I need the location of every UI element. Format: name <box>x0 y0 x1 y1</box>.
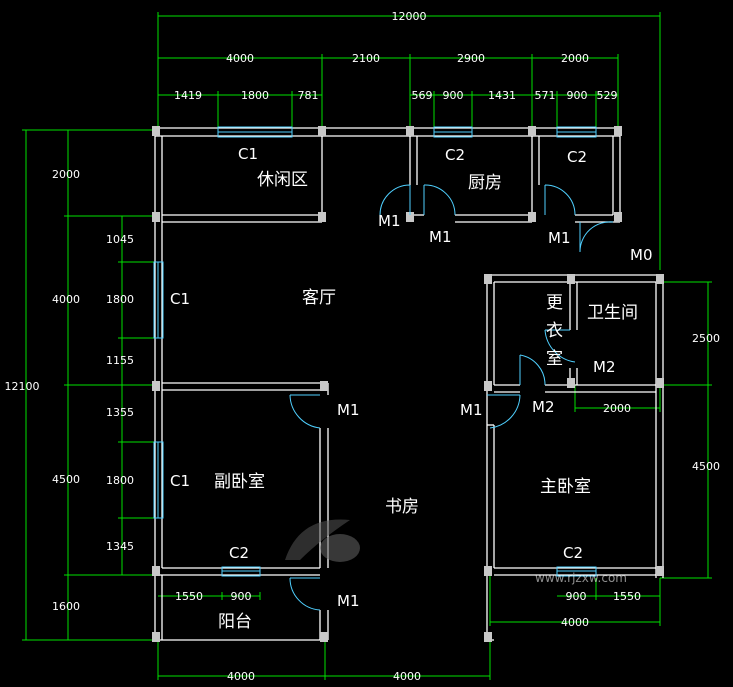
door-m2-dressing <box>519 354 546 386</box>
dim-top-sub-l1: 1419 <box>174 89 202 102</box>
dimension-lines <box>22 12 712 680</box>
dim-left-sub-l3: 1345 <box>106 540 134 553</box>
room-leisure: 休闲区 <box>257 170 308 190</box>
tag-m1-bedroom: M1 <box>337 401 360 419</box>
dim-left-sub-l2: 1800 <box>106 474 134 487</box>
dim-right-seg-1: 2500 <box>692 332 720 345</box>
room-dressing-2: 衣 <box>546 321 563 341</box>
dim-total-top: 12000 <box>392 10 427 23</box>
door-m0 <box>579 221 614 253</box>
dim-left-total: 12100 <box>5 380 40 393</box>
door-m1-leisure <box>379 184 411 216</box>
dimension-labels: 12000 4000 2100 2900 2000 1419 1800 781 … <box>5 10 721 683</box>
tag-c2-kitchen: C2 <box>445 146 465 164</box>
tag-m1-a: M1 <box>378 212 401 230</box>
dim-left-sub-u3: 1155 <box>106 354 134 367</box>
doors <box>289 184 614 611</box>
watermark: www.rjzxw.com <box>285 519 627 585</box>
door-m1-bedroom <box>289 394 321 429</box>
watermark-logo-swoosh <box>285 519 350 560</box>
dim-left-seg-2: 4000 <box>52 293 80 306</box>
room-bathroom: 卫生间 <box>587 303 638 323</box>
room-second-bedroom: 副卧室 <box>214 472 265 492</box>
tag-c1-living: C1 <box>170 290 190 308</box>
tag-m1-c: M1 <box>548 229 571 247</box>
room-labels: 休闲区 厨房 客厅 更 衣 室 卫生间 副卧室 书房 主卧室 阳台 <box>214 170 638 632</box>
watermark-url: www.rjzxw.com <box>535 571 627 585</box>
structural-posts <box>152 126 664 642</box>
dim-bottom-left-sub-1: 1550 <box>175 590 203 603</box>
element-tags: C1 C2 C2 M1 M1 M1 M0 C1 M2 M2 M1 M1 C1 C… <box>170 145 653 610</box>
dim-bottom-right-total: 4000 <box>561 616 589 629</box>
dim-top-sub-l2: 1800 <box>241 89 269 102</box>
dim-top-seg-2: 2100 <box>352 52 380 65</box>
dim-left-seg-3: 4500 <box>52 473 80 486</box>
dim-bottom-total-2: 4000 <box>393 670 421 683</box>
door-m1-master <box>487 394 521 429</box>
dim-left-sub-u1: 1045 <box>106 233 134 246</box>
walls <box>154 127 664 641</box>
dim-bottom-total-1: 4000 <box>227 670 255 683</box>
door-m1-right <box>544 184 576 216</box>
dim-left-sub-u2: 1800 <box>106 293 134 306</box>
dim-top-sub-r2: 900 <box>567 89 588 102</box>
dim-top-sub-m3: 1431 <box>488 89 516 102</box>
dim-bath-width: 2000 <box>603 402 631 415</box>
door-m2-bath <box>544 329 576 363</box>
dim-top-sub-r3: 529 <box>597 89 618 102</box>
dim-bottom-left-sub-2: 900 <box>231 590 252 603</box>
dim-top-seg-1: 4000 <box>226 52 254 65</box>
room-master-bedroom: 主卧室 <box>540 477 591 497</box>
dim-bottom-right-sub-2: 1550 <box>613 590 641 603</box>
tag-m2-a: M2 <box>593 358 616 376</box>
tag-m0: M0 <box>630 246 653 264</box>
dim-top-sub-r1: 571 <box>535 89 556 102</box>
tag-c2-bedroom: C2 <box>229 544 249 562</box>
tag-m1-balcony: M1 <box>337 592 360 610</box>
dim-left-seg-1: 2000 <box>52 168 80 181</box>
tag-m2-b: M2 <box>532 398 555 416</box>
dim-top-seg-4: 2000 <box>561 52 589 65</box>
dim-right-seg-2: 4500 <box>692 460 720 473</box>
room-dressing-1: 更 <box>546 293 563 313</box>
dim-top-sub-m2: 900 <box>443 89 464 102</box>
dim-left-seg-4: 1600 <box>52 600 80 613</box>
room-kitchen: 厨房 <box>468 173 502 193</box>
room-balcony: 阳台 <box>218 612 252 632</box>
tag-c1-leisure: C1 <box>238 145 258 163</box>
tag-m1-master: M1 <box>460 401 483 419</box>
dim-top-sub-m1: 569 <box>412 89 433 102</box>
watermark-logo-mark <box>320 534 360 562</box>
dim-left-sub-l1: 1355 <box>106 406 134 419</box>
windows <box>153 126 597 577</box>
room-study: 书房 <box>385 497 419 517</box>
door-m1-balcony <box>289 577 321 611</box>
room-dressing-3: 室 <box>546 349 563 369</box>
door-m1-kitchen <box>423 184 456 216</box>
tag-c1-bedroom: C1 <box>170 472 190 490</box>
room-living: 客厅 <box>302 288 336 308</box>
dim-top-sub-l3: 781 <box>298 89 319 102</box>
tag-c2-master: C2 <box>563 544 583 562</box>
tag-m1-b: M1 <box>429 228 452 246</box>
tag-c2-right: C2 <box>567 148 587 166</box>
dim-bottom-right-sub-1: 900 <box>566 590 587 603</box>
dim-top-seg-3: 2900 <box>457 52 485 65</box>
